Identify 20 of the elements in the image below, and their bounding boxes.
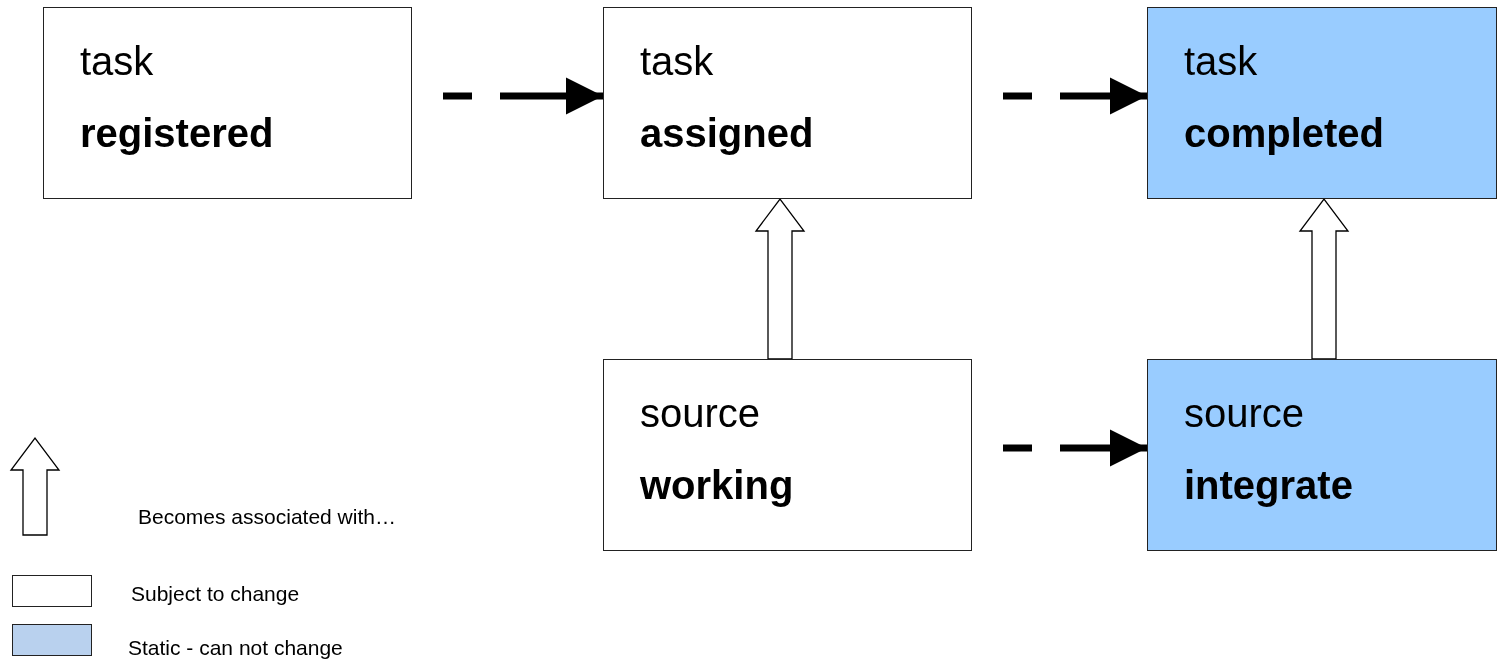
state-label: integrate bbox=[1184, 462, 1353, 508]
state-label: registered bbox=[80, 110, 274, 156]
block-arrow bbox=[754, 197, 806, 360]
state-label: completed bbox=[1184, 110, 1385, 156]
block-arrow bbox=[1298, 197, 1350, 360]
state-box bbox=[603, 359, 972, 551]
entity-label: task bbox=[80, 38, 154, 84]
entity-label: source bbox=[1184, 390, 1305, 436]
state-box bbox=[1147, 7, 1497, 199]
legend-label: Subject to change bbox=[131, 582, 300, 606]
state-label: working bbox=[640, 462, 794, 508]
state-label: assigned bbox=[640, 110, 814, 156]
entity-label: source bbox=[640, 390, 761, 436]
legend-label: Static - can not change bbox=[128, 636, 343, 660]
entity-label: task bbox=[640, 38, 714, 84]
state-box bbox=[603, 7, 972, 199]
entity-label: task bbox=[1184, 38, 1258, 84]
state-box bbox=[1147, 359, 1497, 551]
legend-label: Becomes associated with… bbox=[138, 505, 396, 529]
state-box bbox=[43, 7, 412, 199]
